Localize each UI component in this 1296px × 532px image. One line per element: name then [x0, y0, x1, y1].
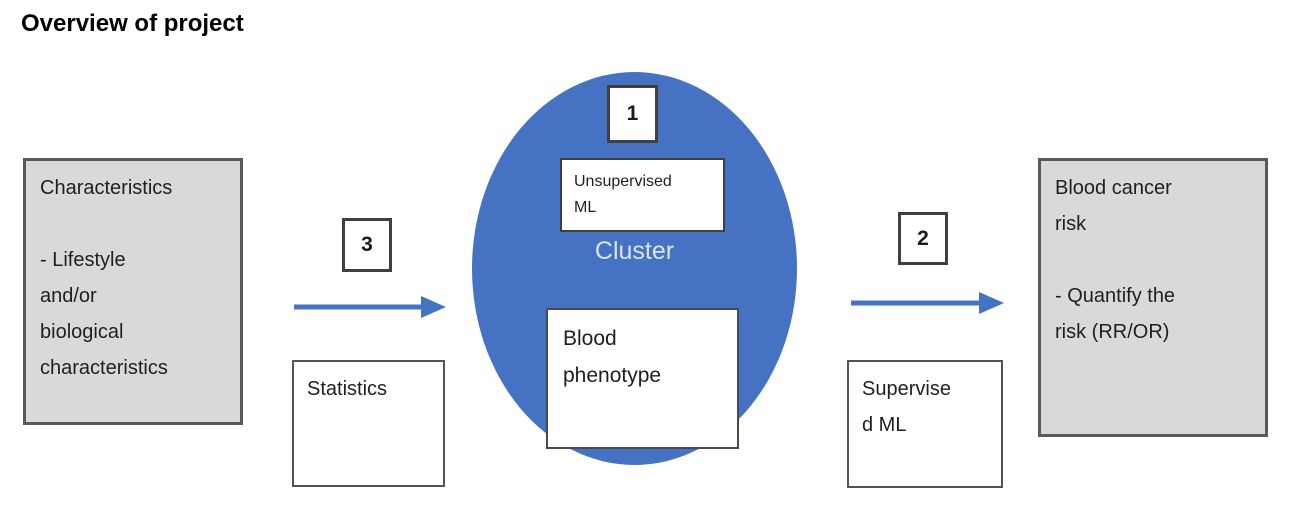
- page-title: Overview of project: [21, 10, 244, 37]
- blood-phenotype-text: Blood phenotype: [563, 327, 662, 387]
- step-3-badge: 3: [342, 218, 392, 272]
- cluster-label: Cluster: [594, 237, 675, 265]
- characteristics-text: Characteristics - Lifestyle and/or biolo…: [40, 177, 173, 379]
- step-1-number: 1: [626, 102, 639, 125]
- statistics-box: Statistics: [292, 360, 445, 487]
- unsupervised-ml-text: Unsupervised ML: [574, 173, 672, 216]
- supervised-ml-box: Supervise d ML: [847, 360, 1003, 488]
- blood-phenotype-box: Blood phenotype: [546, 308, 739, 449]
- arrow-right-3-icon: [294, 296, 446, 318]
- step-1-badge: 1: [607, 85, 658, 143]
- arrow-right-2-icon: [851, 292, 1004, 314]
- blood-cancer-risk-text: Blood cancer risk - Quantify the risk (R…: [1055, 177, 1176, 343]
- supervised-ml-text: Supervise d ML: [862, 378, 951, 436]
- statistics-label: Statistics: [307, 378, 388, 400]
- blood-cancer-risk-box: Blood cancer risk - Quantify the risk (R…: [1038, 158, 1268, 437]
- step-2-badge: 2: [898, 212, 948, 265]
- characteristics-box: Characteristics - Lifestyle and/or biolo…: [23, 158, 243, 425]
- step-2-number: 2: [917, 226, 929, 250]
- step-3-number: 3: [361, 233, 373, 256]
- unsupervised-ml-box: Unsupervised ML: [560, 158, 725, 232]
